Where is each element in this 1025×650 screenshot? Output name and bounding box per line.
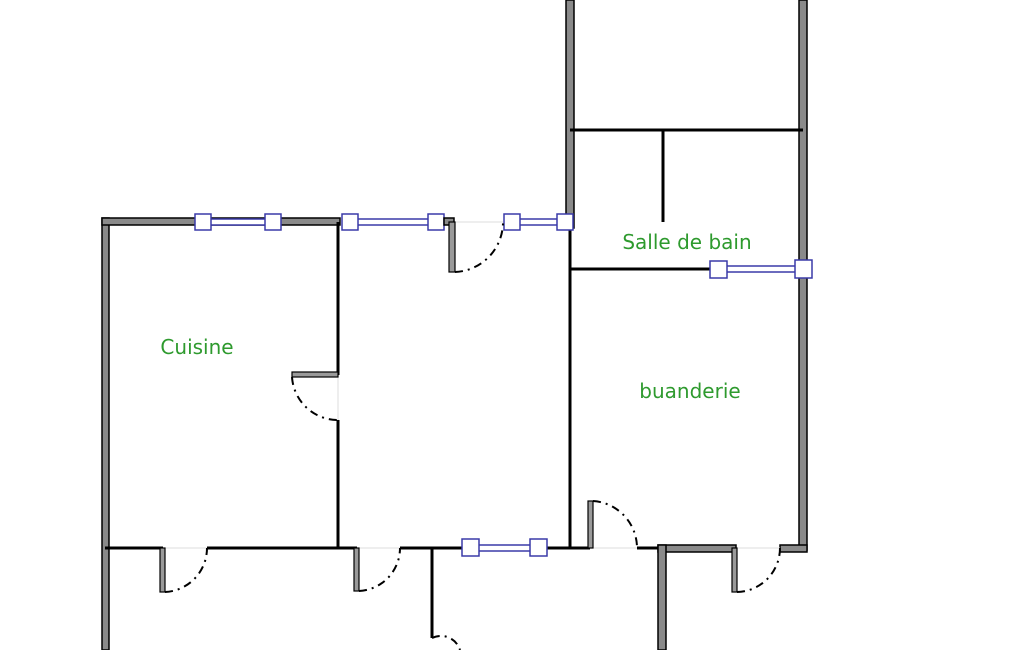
windows	[194, 213, 813, 557]
wall-left-outer	[101, 217, 110, 650]
room-label-laundry: buanderie	[639, 379, 740, 403]
wall-center-upper	[565, 0, 575, 229]
window[interactable]	[341, 213, 445, 231]
room-label-kitchen: Cuisine	[160, 335, 233, 359]
door[interactable]	[731, 547, 781, 593]
door[interactable]	[431, 634, 461, 650]
door[interactable]	[448, 221, 505, 273]
wall-lower-right	[657, 544, 667, 650]
door[interactable]	[291, 371, 339, 422]
window[interactable]	[503, 213, 574, 231]
window[interactable]	[194, 213, 282, 231]
room-label-bathroom: Salle de bain	[622, 230, 751, 254]
window[interactable]	[461, 538, 548, 557]
window[interactable]	[709, 259, 813, 279]
door[interactable]	[353, 547, 402, 592]
door[interactable]	[587, 500, 639, 549]
wall-bottom-7	[779, 544, 808, 553]
door[interactable]	[159, 547, 209, 593]
doors	[159, 221, 781, 650]
wall-bottom-6	[657, 544, 737, 553]
